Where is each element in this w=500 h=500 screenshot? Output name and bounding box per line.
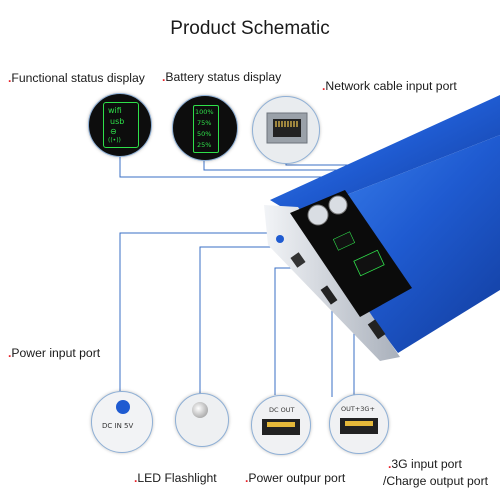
- wifi-indicator: wifi: [108, 106, 122, 115]
- power-jack-icon: [116, 400, 130, 414]
- battery-level-100: 100%: [195, 108, 214, 116]
- signal-icon: ((•)): [108, 137, 121, 144]
- battery-level-50: 50%: [197, 130, 212, 138]
- charge-output-inset: OUT+3G+: [329, 394, 389, 454]
- label-bullet: .: [388, 457, 392, 471]
- led-flashlight-label: .LED Flashlight: [134, 471, 217, 485]
- g3-input-label: .3G input port: [388, 457, 462, 471]
- dc-in-text: DC IN 5V: [102, 422, 134, 430]
- label-bullet: .: [162, 70, 166, 84]
- label-bullet: .: [134, 471, 138, 485]
- power-bank-device: [264, 95, 500, 361]
- network-port-label: .Network cable input port: [322, 79, 457, 93]
- charge-output-label: /Charge output port: [383, 474, 489, 488]
- power-input-inset: DC IN 5V: [91, 391, 153, 453]
- led-flashlight-inset: [175, 393, 229, 447]
- usb-out-text: OUT+3G+: [341, 405, 375, 413]
- usb-port-icon: [340, 418, 378, 434]
- label-bullet: .: [322, 79, 326, 93]
- led-icon: [192, 402, 208, 418]
- label-bullet: .: [8, 346, 12, 360]
- network-port-inset: [252, 96, 320, 164]
- label-bullet: .: [245, 471, 249, 485]
- power-output-label: .Power outpur port: [245, 471, 346, 485]
- functional-status-label: .Functional status display: [8, 71, 145, 85]
- ethernet-port-icon: [266, 112, 308, 144]
- label-bullet: .: [8, 71, 12, 85]
- battery-status-label: .Battery status display: [162, 70, 282, 84]
- usb-indicator: usb: [110, 117, 125, 126]
- page-title: Product Schematic: [170, 18, 330, 39]
- power-input-label: .Power input port: [8, 346, 101, 360]
- dc-out-text: DC OUT: [269, 406, 295, 414]
- functional-status-inset: wifi usb ⊖ ((•)): [88, 93, 152, 157]
- power-output-inset: DC OUT: [251, 395, 311, 455]
- battery-level-25: 25%: [197, 141, 212, 149]
- battery-level-75: 75%: [197, 119, 212, 127]
- battery-status-inset: 100% 75% 50% 25%: [172, 95, 238, 161]
- usb-port-icon: [262, 419, 300, 435]
- link-icon: ⊖: [110, 127, 117, 136]
